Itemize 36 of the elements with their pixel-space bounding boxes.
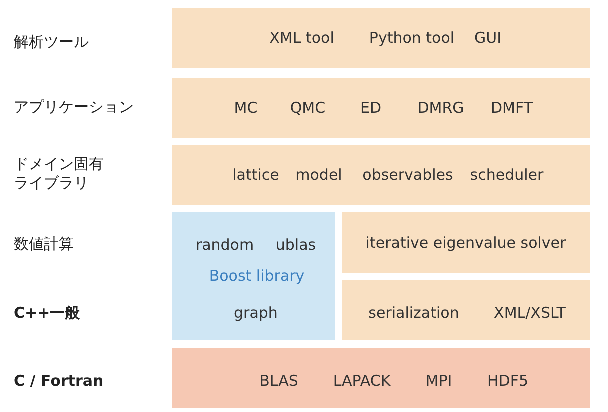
library-name: Boost library <box>209 267 305 285</box>
component-label: iterative eigenvalue solver <box>366 234 566 252</box>
component-label: LAPACK <box>333 372 391 390</box>
library-block <box>172 212 335 340</box>
component-label: ED <box>360 99 382 117</box>
component-label: observables <box>362 166 454 184</box>
layer-name: C / Fortran <box>14 372 105 390</box>
component-label: DMRG <box>418 99 464 117</box>
layer-box <box>172 8 590 68</box>
layer-name: 解析ツール <box>14 32 90 52</box>
component-label: MC <box>234 99 258 117</box>
component-label: model <box>296 166 342 184</box>
layer-name: アプリケーション <box>14 98 135 116</box>
component-label: serialization <box>368 304 460 322</box>
component-label: GUI <box>474 29 502 47</box>
component-label: graph <box>234 304 278 322</box>
layer-box <box>172 348 590 408</box>
component-label: random <box>196 236 254 254</box>
component-label: lattice <box>232 166 280 184</box>
layer-box <box>172 78 590 138</box>
component-label: DMFT <box>490 99 534 117</box>
layer-name: 数値計算 <box>14 234 75 254</box>
layer-box <box>342 212 590 273</box>
component-label: HDF5 <box>487 372 528 390</box>
component-label: XML/XSLT <box>494 304 566 322</box>
layer-name: ドメイン固有ライブラリ <box>14 155 105 193</box>
component-label: MPI <box>426 372 452 390</box>
component-label: XML tool <box>270 29 334 47</box>
component-label: scheduler <box>470 166 544 184</box>
layer-box <box>342 280 590 340</box>
component-label: QMC <box>290 99 326 117</box>
component-label: BLAS <box>260 372 298 390</box>
layer-box <box>172 145 590 205</box>
component-label: Python tool <box>369 29 455 47</box>
layer-name: C++一般 <box>14 304 82 322</box>
component-label: ublas <box>276 236 316 254</box>
